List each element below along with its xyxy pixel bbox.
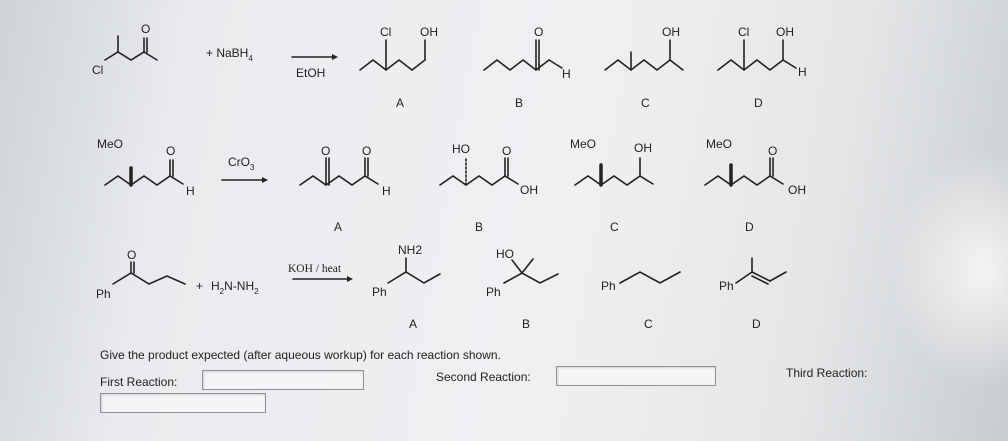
r3-hydrazine: H2N-NH2: [211, 279, 259, 296]
r2-a-o2: O: [362, 144, 371, 158]
r1-a-g2: OH: [420, 25, 438, 39]
r2-c-oh: OH: [634, 141, 652, 155]
r1-option-c-letter: C: [641, 96, 650, 110]
r2-b-ho: HO: [452, 142, 470, 156]
r3-reactant-ph: Ph: [96, 287, 111, 301]
second-reaction-label: Second Reaction:: [436, 370, 531, 384]
r3-option-c-letter: C: [644, 317, 653, 331]
r3-option-b-structure: [503, 258, 559, 284]
r3-a-nh2: NH2: [398, 243, 422, 257]
r2-reactant-structure: [104, 159, 184, 187]
r1-b-o: O: [534, 25, 543, 39]
r1-d-h: H: [798, 65, 807, 79]
r1-reactant-o: O: [141, 22, 150, 36]
r2-reactant-meo: MeO: [97, 137, 123, 151]
photo-glare: [888, 150, 1008, 390]
r3-c-ph: Ph: [601, 279, 616, 293]
r2-d-o: O: [768, 144, 777, 158]
r3-option-d-structure: [735, 257, 787, 285]
r3-option-b-letter: B: [522, 317, 530, 331]
r2-d-oh: OH: [788, 183, 806, 197]
r2-reactant-h: H: [186, 184, 195, 198]
first-reaction-input-extra[interactable]: [100, 393, 266, 413]
r3-option-c-structure: [619, 271, 681, 284]
r1-reactant-structure: [104, 35, 158, 61]
r3-option-a-structure: [387, 257, 441, 284]
r3-b-ho: HO: [496, 247, 514, 261]
r3-plus: +: [196, 279, 203, 293]
r1-option-b-structure: [483, 39, 563, 72]
r1-c-oh: OH: [662, 25, 680, 39]
r2-a-h: H: [382, 184, 391, 198]
r1-option-a-letter: A: [396, 96, 404, 110]
r3-option-a-letter: A: [409, 317, 417, 331]
r2-reagent: CrO3: [228, 155, 255, 172]
r3-option-d-letter: D: [752, 317, 761, 331]
r2-b-o: O: [502, 144, 511, 158]
question-text: Give the product expected (after aqueous…: [100, 348, 501, 362]
r1-d-g1: Cl: [738, 25, 749, 39]
r3-d-ph: Ph: [719, 279, 734, 293]
r2-option-d-letter: D: [745, 220, 754, 234]
r1-option-c-structure: [604, 39, 684, 72]
r1-reactant-cl: Cl: [92, 63, 103, 77]
r2-d-meo: MeO: [706, 137, 732, 151]
first-reaction-input[interactable]: [202, 370, 364, 390]
r1-b-h: H: [562, 67, 571, 81]
r3-reactant-o: O: [127, 248, 136, 262]
r2-option-b-letter: B: [475, 220, 483, 234]
r3-a-ph: Ph: [372, 285, 387, 299]
r1-reagent: + NaBH4: [206, 46, 253, 63]
r2-option-b-structure: [439, 157, 519, 186]
r2-option-c-letter: C: [610, 220, 619, 234]
r1-option-d-letter: D: [754, 96, 763, 110]
reaction-scheme: Cl O + NaBH4 EtOH Cl OH O H OH Cl OH H A…: [92, 22, 807, 331]
r1-option-b-letter: B: [515, 96, 523, 110]
r2-reactant-o: O: [166, 144, 175, 158]
first-reaction-label: First Reaction:: [100, 375, 178, 389]
r1-option-d-structure: [717, 39, 797, 72]
r1-option-a-structure: [359, 39, 426, 72]
r3-conditions: KOH / heat: [288, 263, 342, 275]
third-reaction-label: Third Reaction:: [786, 366, 868, 380]
r2-b-oh: OH: [520, 183, 538, 197]
r2-option-a-structure: [299, 157, 379, 186]
r2-option-a-letter: A: [334, 220, 342, 234]
second-reaction-input[interactable]: [556, 366, 716, 386]
r2-option-d-structure: [704, 157, 784, 187]
r2-option-c-structure: [574, 157, 654, 187]
r3-reactant-structure: [112, 261, 186, 285]
r3-b-ph: Ph: [486, 285, 501, 299]
r2-a-o1: O: [321, 144, 330, 158]
r1-d-g2: OH: [776, 25, 794, 39]
r1-a-g1: Cl: [380, 25, 391, 39]
r1-solvent: EtOH: [296, 66, 325, 80]
r2-c-meo: MeO: [570, 137, 596, 151]
